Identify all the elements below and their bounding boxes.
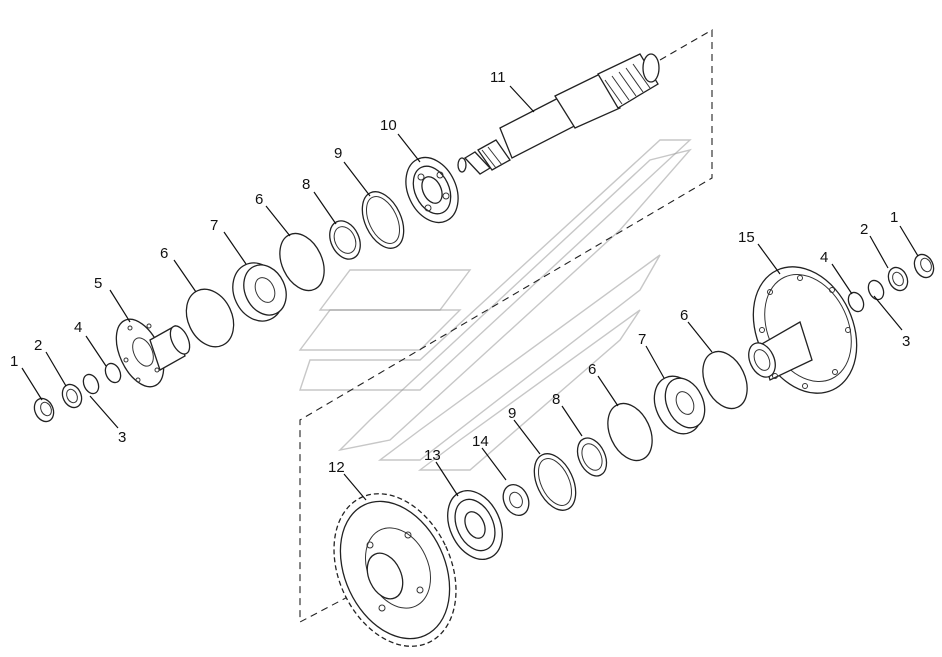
watermark bbox=[298, 139, 692, 471]
callout-15: 15 bbox=[738, 229, 755, 246]
callout-14: 14 bbox=[472, 433, 489, 450]
callout-8-upper: 8 bbox=[302, 176, 310, 193]
callout-3-right: 3 bbox=[902, 333, 910, 350]
assembly-lines bbox=[299, 29, 713, 623]
right-small-parts bbox=[847, 253, 935, 313]
flange-part-5 bbox=[115, 318, 191, 388]
gear-part-12 bbox=[333, 493, 457, 647]
housing-part-15 bbox=[748, 266, 858, 394]
snap-ring-part-9 bbox=[361, 191, 405, 249]
seal-part-7-upper bbox=[232, 262, 287, 322]
callout-13: 13 bbox=[424, 447, 441, 464]
callout-1-right: 1 bbox=[890, 209, 898, 226]
lower-parts bbox=[447, 350, 748, 560]
leader-lines bbox=[21, 85, 919, 501]
left-small-parts bbox=[33, 362, 122, 423]
callout-6-upper: 6 bbox=[255, 191, 263, 208]
callout-9-upper: 9 bbox=[334, 145, 342, 162]
callout-11: 11 bbox=[490, 69, 506, 86]
callout-2-right: 2 bbox=[860, 221, 868, 238]
callout-6-lower: 6 bbox=[588, 361, 596, 378]
callout-10: 10 bbox=[380, 117, 397, 134]
callout-1-left: 1 bbox=[10, 353, 18, 370]
callout-4-right: 4 bbox=[820, 249, 828, 266]
callout-4-left: 4 bbox=[74, 319, 82, 336]
bearing-part-10 bbox=[405, 156, 459, 224]
callout-5: 5 bbox=[94, 275, 102, 292]
callout-2-left: 2 bbox=[34, 337, 42, 354]
callout-labels: 1 2 3 4 5 6 7 6 8 9 10 11 15 4 2 1 3 6 7… bbox=[10, 69, 910, 476]
callout-9-lower: 9 bbox=[508, 405, 516, 422]
callout-8-lower: 8 bbox=[552, 391, 560, 408]
callout-3-left: 3 bbox=[118, 429, 126, 446]
callout-7-lower: 7 bbox=[638, 331, 646, 348]
ring-part-8 bbox=[329, 220, 361, 260]
callout-6-left: 6 bbox=[160, 245, 168, 262]
callout-7-upper: 7 bbox=[210, 217, 218, 234]
oring-part-6-left bbox=[185, 288, 235, 348]
callout-12: 12 bbox=[328, 459, 345, 476]
callout-6-right: 6 bbox=[680, 307, 688, 324]
shaft-part-11 bbox=[457, 53, 660, 175]
